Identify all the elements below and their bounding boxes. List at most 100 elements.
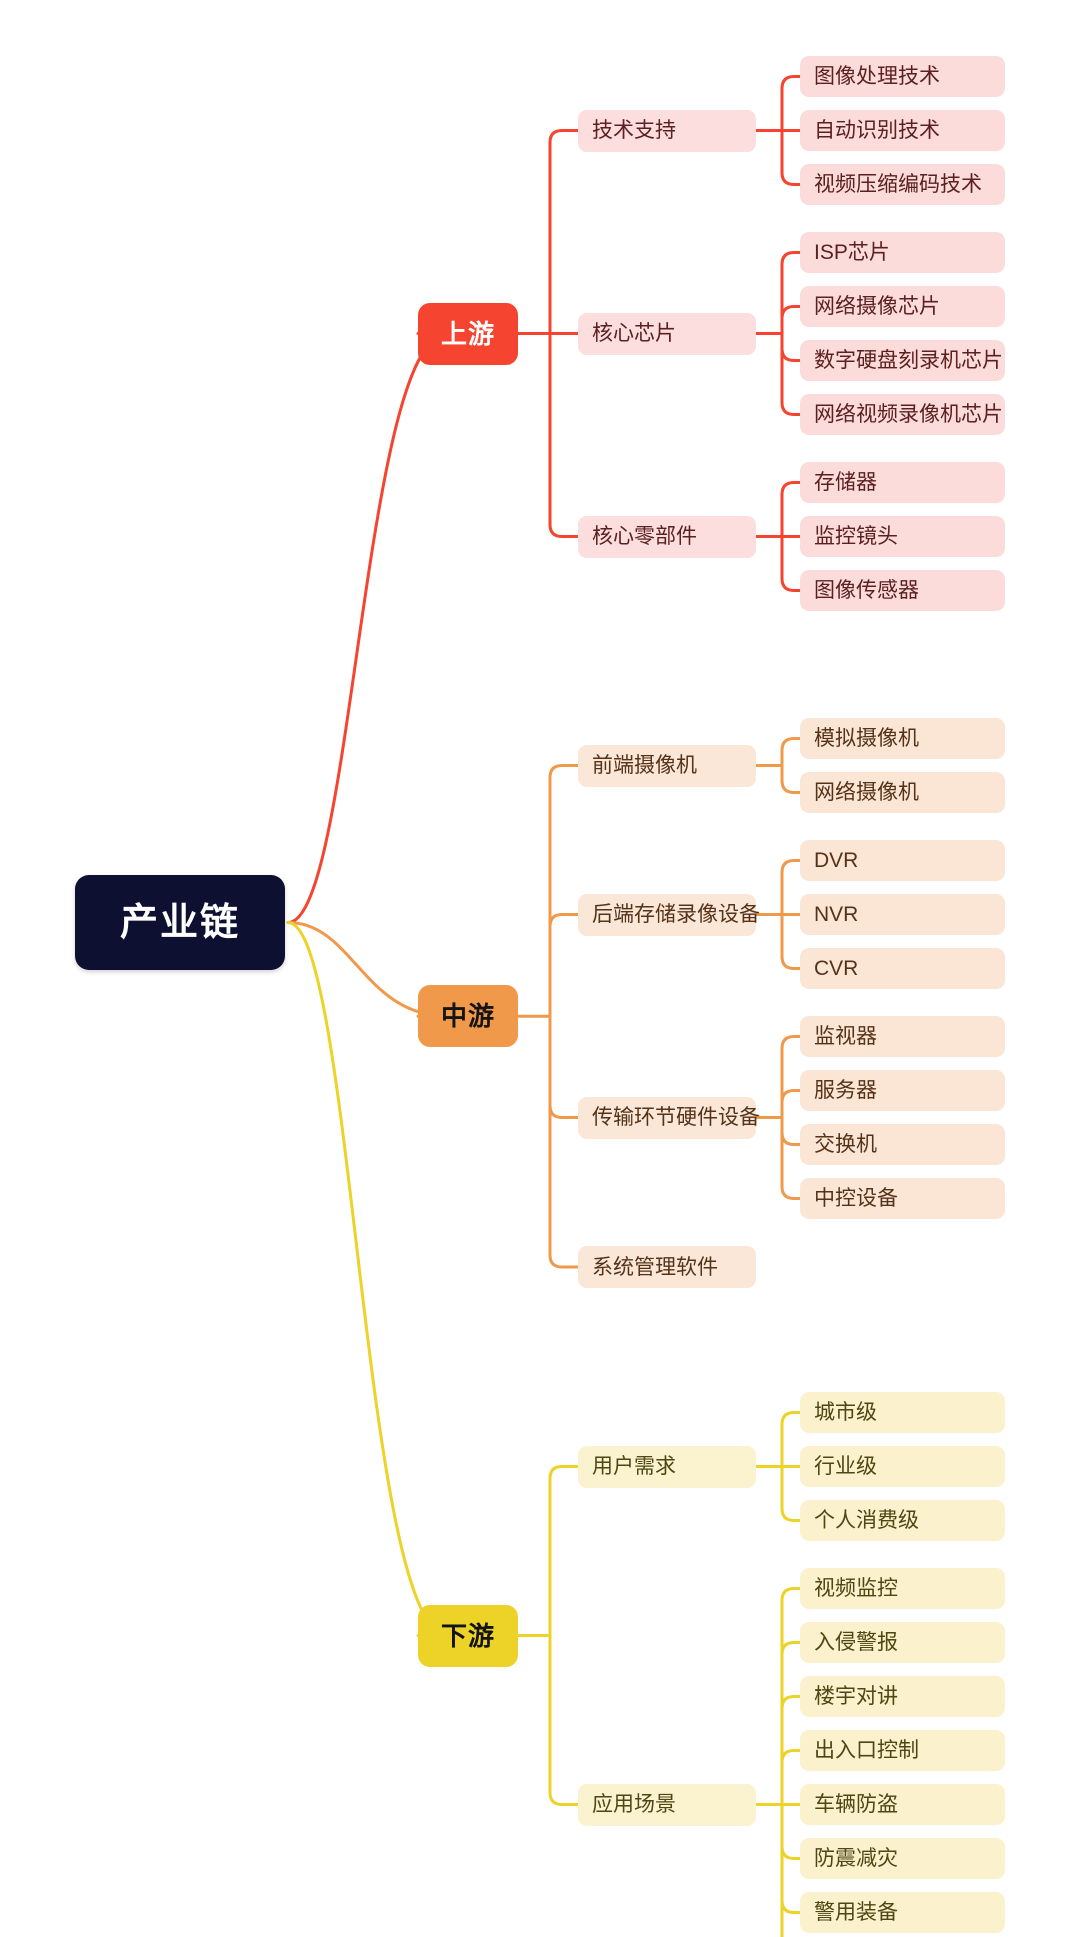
leaf-node-2-0-0[interactable]: 城市级 [800,1392,1005,1433]
group-node-2-1[interactable]: 应用场景 [578,1783,756,1826]
leaf-node-1-0-0[interactable]: 模拟摄像机 [800,718,1005,759]
connector [548,1465,580,1637]
leaf-node-0-0-2[interactable]: 视频压缩编码技术 [800,164,1005,205]
leaf-node-0-1-2-label: 数字硬盘刻录机芯片 [814,349,1003,372]
group-node-1-1[interactable]: 后端存储录像设备 [578,893,760,936]
branch-node-2[interactable]: 下游 [418,1604,518,1667]
connector [780,1587,802,1806]
leaf-node-2-1-6[interactable]: 警用装备 [800,1892,1005,1933]
leaf-node-1-2-2-label: 交换机 [814,1133,877,1156]
leaf-node-2-1-4[interactable]: 车辆防盗 [800,1784,1005,1825]
leaf-node-0-0-0[interactable]: 图像处理技术 [800,56,1005,97]
connector [780,1803,802,1860]
branch-node-1[interactable]: 中游 [418,985,518,1048]
leaf-node-0-1-0[interactable]: ISP芯片 [800,232,1005,273]
connector [548,1634,580,1806]
leaf-node-1-2-3-label: 中控设备 [814,1187,898,1210]
group-node-1-2-label: 传输环节硬件设备 [592,1106,760,1129]
leaf-node-1-0-1[interactable]: 网络摄像机 [800,772,1005,813]
group-node-0-0[interactable]: 技术支持 [578,109,756,152]
branch-node-1-label: 中游 [440,1001,495,1032]
connector [780,859,802,916]
leaf-node-1-2-1[interactable]: 服务器 [800,1070,1005,1111]
leaf-node-0-0-2-label: 视频压缩编码技术 [814,173,982,196]
connector [548,1014,580,1119]
group-node-1-0[interactable]: 前端摄像机 [578,744,756,787]
leaf-node-0-0-1-label: 自动识别技术 [814,119,940,142]
group-node-1-3-label: 系统管理软件 [592,1255,718,1279]
connector [780,305,802,335]
leaf-node-2-1-1-label: 入侵警报 [814,1631,898,1654]
connector [780,1089,802,1119]
leaf-node-2-1-2[interactable]: 楼宇对讲 [800,1676,1005,1717]
connector [780,332,802,416]
leaf-node-0-2-0[interactable]: 存储器 [800,462,1005,503]
group-node-0-2-label: 核心零部件 [592,525,697,548]
leaf-node-0-1-2[interactable]: 数字硬盘刻录机芯片 [800,340,1005,381]
connector [780,1035,802,1119]
leaf-node-2-1-4-label: 车辆防盗 [814,1793,898,1816]
group-node-1-1-label: 后端存储录像设备 [592,903,760,926]
connector [548,913,580,1018]
connector [780,1803,784,1937]
leaf-node-2-1-0[interactable]: 视频监控 [800,1568,1005,1609]
leaf-node-0-2-2[interactable]: 图像传感器 [800,570,1005,611]
leaf-node-1-2-1-label: 服务器 [814,1079,877,1102]
leaf-node-1-0-1-label: 网络摄像机 [814,781,919,804]
leaf-node-0-2-1[interactable]: 监控镜头 [800,516,1005,557]
group-node-0-2[interactable]: 核心零部件 [578,515,756,558]
leaf-node-2-1-1[interactable]: 入侵警报 [800,1622,1005,1663]
group-node-2-1-label: 应用场景 [592,1793,676,1816]
connector [780,1411,802,1468]
leaf-node-0-2-2-label: 图像传感器 [814,579,919,602]
leaf-node-0-2-0-label: 存储器 [814,471,877,494]
branch-node-0-label: 上游 [440,318,495,349]
group-node-1-0-label: 前端摄像机 [592,754,697,777]
leaf-node-0-1-3[interactable]: 网络视频录像机芯片 [800,394,1005,435]
leaf-node-1-2-0-label: 监视器 [814,1025,877,1048]
connector [780,535,802,592]
branch-node-0[interactable]: 上游 [418,302,518,365]
leaf-node-0-0-1[interactable]: 自动识别技术 [800,110,1005,151]
leaf-node-2-1-2-label: 楼宇对讲 [814,1685,898,1708]
leaf-node-2-1-6-label: 警用装备 [814,1901,898,1924]
leaf-node-1-1-0[interactable]: DVR [800,840,1005,881]
group-node-0-1[interactable]: 核心芯片 [578,312,756,355]
leaf-node-2-1-3-label: 出入口控制 [814,1739,919,1762]
leaf-node-2-1-5[interactable]: 防震减灾 [800,1838,1005,1879]
leaf-node-2-0-1[interactable]: 行业级 [800,1446,1005,1487]
leaf-node-1-1-0-label: DVR [814,849,859,872]
leaf-node-1-1-1[interactable]: NVR [800,894,1005,935]
group-node-1-2[interactable]: 传输环节硬件设备 [578,1096,760,1139]
connector [780,1641,802,1806]
connector [780,1749,802,1806]
connector [548,129,580,335]
root-node-label: 产业链 [119,901,240,944]
leaf-node-2-1-3[interactable]: 出入口控制 [800,1730,1005,1771]
connector [780,75,802,132]
group-node-0-0-label: 技术支持 [592,119,676,142]
root-node[interactable]: 产业链 [75,875,285,970]
leaf-node-1-1-1-label: NVR [814,903,859,926]
leaf-node-0-1-1[interactable]: 网络摄像芯片 [800,286,1005,327]
connector [780,1803,802,1914]
leaf-node-0-2-1-label: 监控镜头 [814,525,898,548]
leaf-node-2-0-1-label: 行业级 [814,1455,877,1478]
connector [548,764,580,1018]
connector [548,332,580,538]
leaf-node-1-2-3[interactable]: 中控设备 [800,1178,1005,1219]
group-node-2-0[interactable]: 用户需求 [578,1445,756,1488]
connector [780,332,802,362]
connector [286,332,449,924]
connector [548,1014,580,1269]
connector [780,481,802,538]
leaf-node-2-0-2-label: 个人消费级 [814,1509,919,1532]
leaf-node-1-2-0[interactable]: 监视器 [800,1016,1005,1057]
connector [780,913,802,970]
leaf-node-2-0-2[interactable]: 个人消费级 [800,1500,1005,1541]
leaf-node-1-1-2[interactable]: CVR [800,948,1005,989]
leaf-node-1-2-2[interactable]: 交换机 [800,1124,1005,1165]
leaf-node-0-1-0-label: ISP芯片 [814,241,890,264]
group-node-1-3[interactable]: 系统管理软件 [578,1246,756,1288]
